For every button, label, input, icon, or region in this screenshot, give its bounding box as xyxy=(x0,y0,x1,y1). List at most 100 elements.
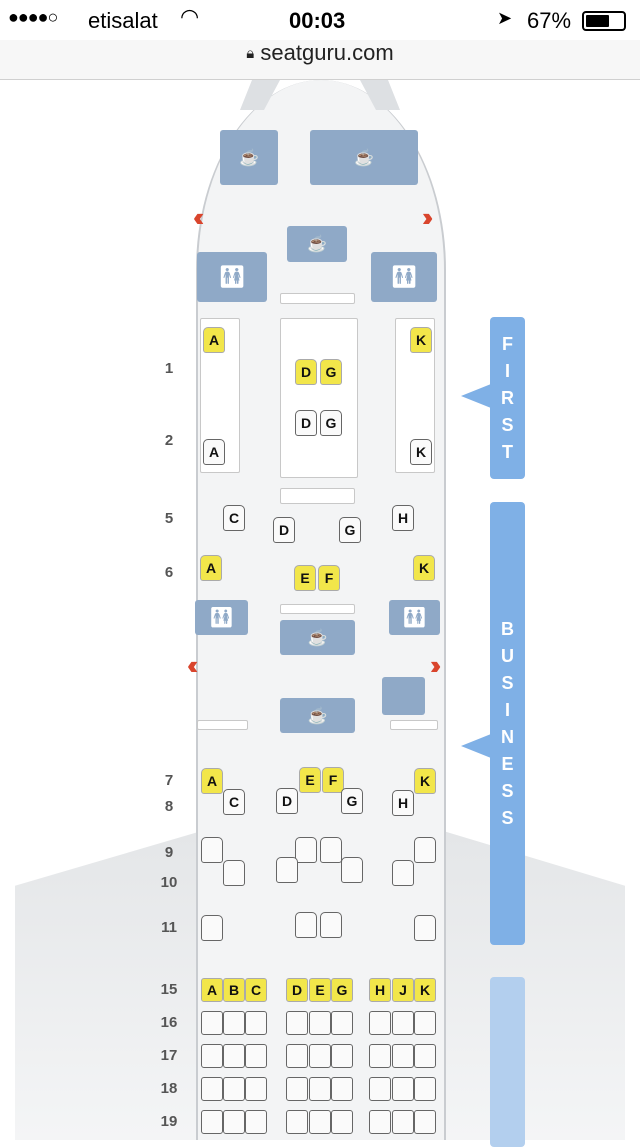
seat-selected[interactable]: A xyxy=(203,327,225,353)
bulkhead xyxy=(197,720,248,730)
seat[interactable] xyxy=(201,1044,223,1068)
seat-selected[interactable]: G xyxy=(320,359,342,385)
section-economy[interactable] xyxy=(490,977,525,1147)
seat-selected[interactable]: K xyxy=(413,555,435,581)
seat-selected[interactable]: B xyxy=(223,978,245,1002)
seat[interactable]: D xyxy=(273,517,295,543)
row-number: 7 xyxy=(164,772,174,789)
seat[interactable] xyxy=(369,1110,391,1134)
seat[interactable] xyxy=(414,1110,436,1134)
section-business[interactable]: BUSINESS xyxy=(490,502,525,945)
seat[interactable] xyxy=(201,1110,223,1134)
seat[interactable] xyxy=(392,1077,414,1101)
seat[interactable] xyxy=(223,1044,245,1068)
seat-selected[interactable]: G xyxy=(331,978,353,1002)
seat[interactable] xyxy=(223,1077,245,1101)
seat[interactable]: D xyxy=(295,410,317,436)
seat-selected[interactable]: E xyxy=(309,978,331,1002)
seat-selected[interactable]: D xyxy=(286,978,308,1002)
seat[interactable] xyxy=(295,837,317,863)
seat[interactable]: C xyxy=(223,505,245,531)
row-number: 6 xyxy=(164,564,174,581)
seat-selected[interactable]: K xyxy=(414,978,436,1002)
url-bar[interactable]: 🔒︎ seatguru.com xyxy=(0,40,640,80)
seat[interactable] xyxy=(392,1011,414,1035)
seat[interactable] xyxy=(286,1110,308,1134)
seat[interactable] xyxy=(320,912,342,938)
seat[interactable] xyxy=(286,1044,308,1068)
seat[interactable] xyxy=(201,837,223,863)
exit-right-icon: ›› xyxy=(430,650,442,680)
seat-selected[interactable]: A xyxy=(201,978,223,1002)
seat[interactable] xyxy=(309,1110,331,1134)
bulkhead xyxy=(390,720,438,730)
seat[interactable] xyxy=(286,1077,308,1101)
seat[interactable] xyxy=(392,1044,414,1068)
seat[interactable] xyxy=(286,1011,308,1035)
seat[interactable]: H xyxy=(392,790,414,816)
section-pointer xyxy=(461,734,491,758)
seat[interactable]: G xyxy=(339,517,361,543)
seat[interactable] xyxy=(201,1011,223,1035)
seat[interactable] xyxy=(369,1011,391,1035)
seat[interactable] xyxy=(392,860,414,886)
seat[interactable] xyxy=(295,912,317,938)
seat[interactable]: H xyxy=(392,505,414,531)
seat[interactable] xyxy=(331,1077,353,1101)
section-label: FIRST xyxy=(501,333,514,462)
row-number: 18 xyxy=(160,1080,178,1097)
seat[interactable] xyxy=(276,857,298,883)
seat[interactable] xyxy=(223,1110,245,1134)
seat-selected[interactable]: J xyxy=(392,978,414,1002)
seat-selected[interactable]: A xyxy=(201,768,223,794)
seat-selected[interactable]: D xyxy=(295,359,317,385)
seat[interactable] xyxy=(414,1044,436,1068)
signal-icon: ●●●●○ xyxy=(8,7,58,27)
seat[interactable]: K xyxy=(410,439,432,465)
row-number: 8 xyxy=(164,798,174,815)
seat[interactable] xyxy=(369,1044,391,1068)
seat[interactable]: D xyxy=(276,788,298,814)
seat[interactable] xyxy=(320,837,342,863)
seat-selected[interactable]: H xyxy=(369,978,391,1002)
seat[interactable] xyxy=(223,860,245,886)
seat[interactable] xyxy=(245,1110,267,1134)
seat[interactable] xyxy=(331,1044,353,1068)
seat[interactable] xyxy=(331,1011,353,1035)
seat[interactable] xyxy=(341,857,363,883)
seat-selected[interactable]: C xyxy=(245,978,267,1002)
seat[interactable] xyxy=(414,837,436,863)
seat[interactable]: A xyxy=(203,439,225,465)
seat[interactable] xyxy=(309,1011,331,1035)
seat[interactable]: C xyxy=(223,789,245,815)
seat[interactable] xyxy=(392,1110,414,1134)
seat-selected[interactable]: A xyxy=(200,555,222,581)
seat-selected[interactable]: K xyxy=(410,327,432,353)
seat[interactable]: G xyxy=(320,410,342,436)
seat[interactable] xyxy=(201,915,223,941)
seat-selected[interactable]: F xyxy=(318,565,340,591)
seat[interactable] xyxy=(245,1044,267,1068)
seat[interactable] xyxy=(245,1077,267,1101)
first-center-suite xyxy=(280,318,358,478)
seat[interactable] xyxy=(309,1044,331,1068)
seat[interactable] xyxy=(414,915,436,941)
section-first[interactable]: FIRST xyxy=(490,317,525,479)
seat-selected[interactable]: E xyxy=(299,767,321,793)
seat[interactable] xyxy=(223,1011,245,1035)
exit-left-icon: ‹‹ xyxy=(187,650,199,680)
seat[interactable] xyxy=(369,1077,391,1101)
seat[interactable] xyxy=(309,1077,331,1101)
seat[interactable] xyxy=(414,1077,436,1101)
seat-selected[interactable]: F xyxy=(322,767,344,793)
seat[interactable]: G xyxy=(341,788,363,814)
seat-selected[interactable]: E xyxy=(294,565,316,591)
seat[interactable] xyxy=(245,1011,267,1035)
seat[interactable] xyxy=(331,1110,353,1134)
galley-icon: ☕ xyxy=(310,130,418,185)
seat-selected[interactable]: K xyxy=(414,768,436,794)
seat[interactable] xyxy=(414,1011,436,1035)
battery-percent: 67% xyxy=(527,8,572,33)
seat[interactable] xyxy=(201,1077,223,1101)
closet xyxy=(382,677,425,715)
